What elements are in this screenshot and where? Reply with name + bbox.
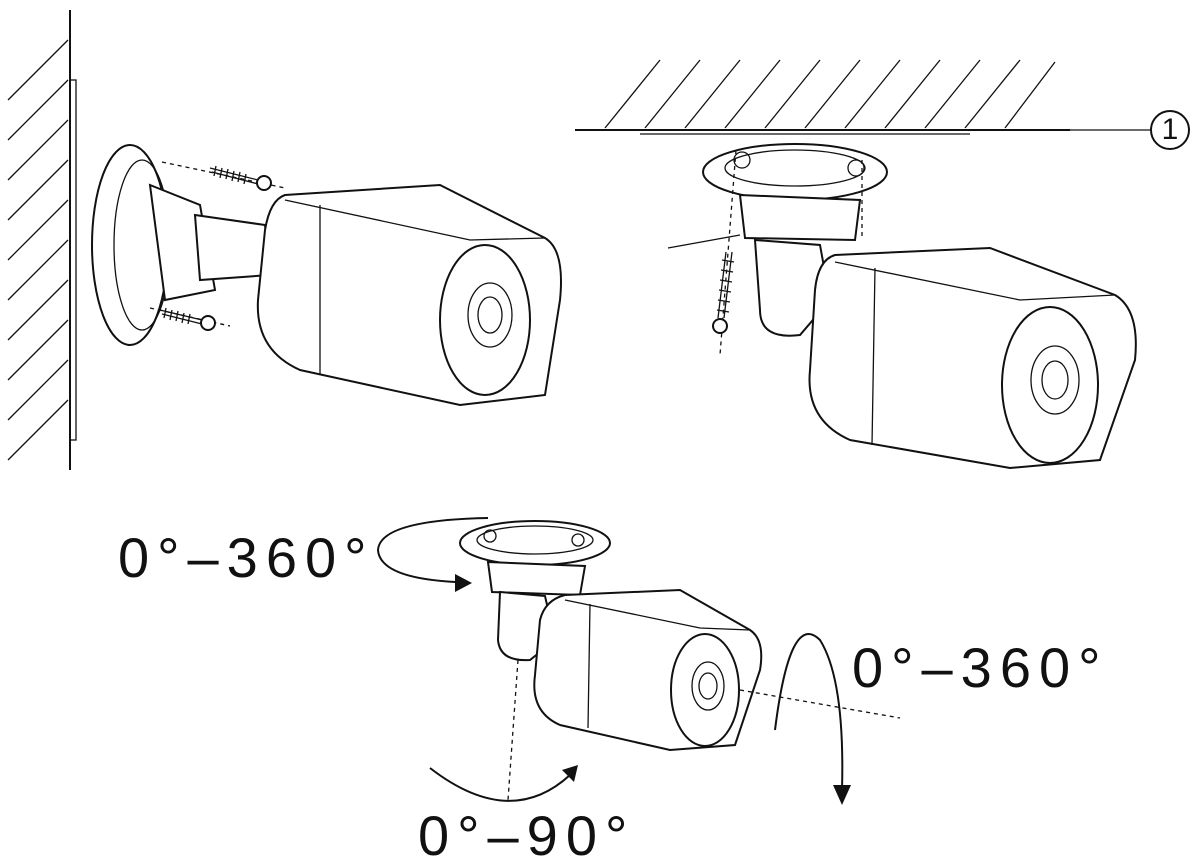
rotation-arrow-icon: [376, 517, 489, 592]
ceiling-mount-camera: [667, 143, 1137, 470]
screw-icon: [159, 307, 216, 331]
adjustment-camera: [376, 517, 901, 805]
screw-icon: [209, 165, 272, 191]
pan-range-label: 0°–360°: [118, 526, 375, 589]
wall-hatch-icon: [7, 10, 77, 470]
screw-icon: [712, 251, 735, 334]
bullet-camera-icon: [256, 183, 562, 407]
rotation-arrow-icon: [429, 765, 578, 802]
wall-mount-camera: [91, 144, 562, 407]
rotation-arrow-icon: [774, 633, 851, 805]
bullet-camera-icon: [808, 246, 1137, 470]
bullet-camera-icon: [533, 588, 763, 752]
rotation-range-label: 0°–360°: [852, 636, 1109, 699]
callout-number-badge: 1: [1150, 110, 1190, 150]
ceiling-hatch-icon: [575, 59, 1150, 135]
tilt-range-label: 0°–90°: [418, 804, 636, 867]
